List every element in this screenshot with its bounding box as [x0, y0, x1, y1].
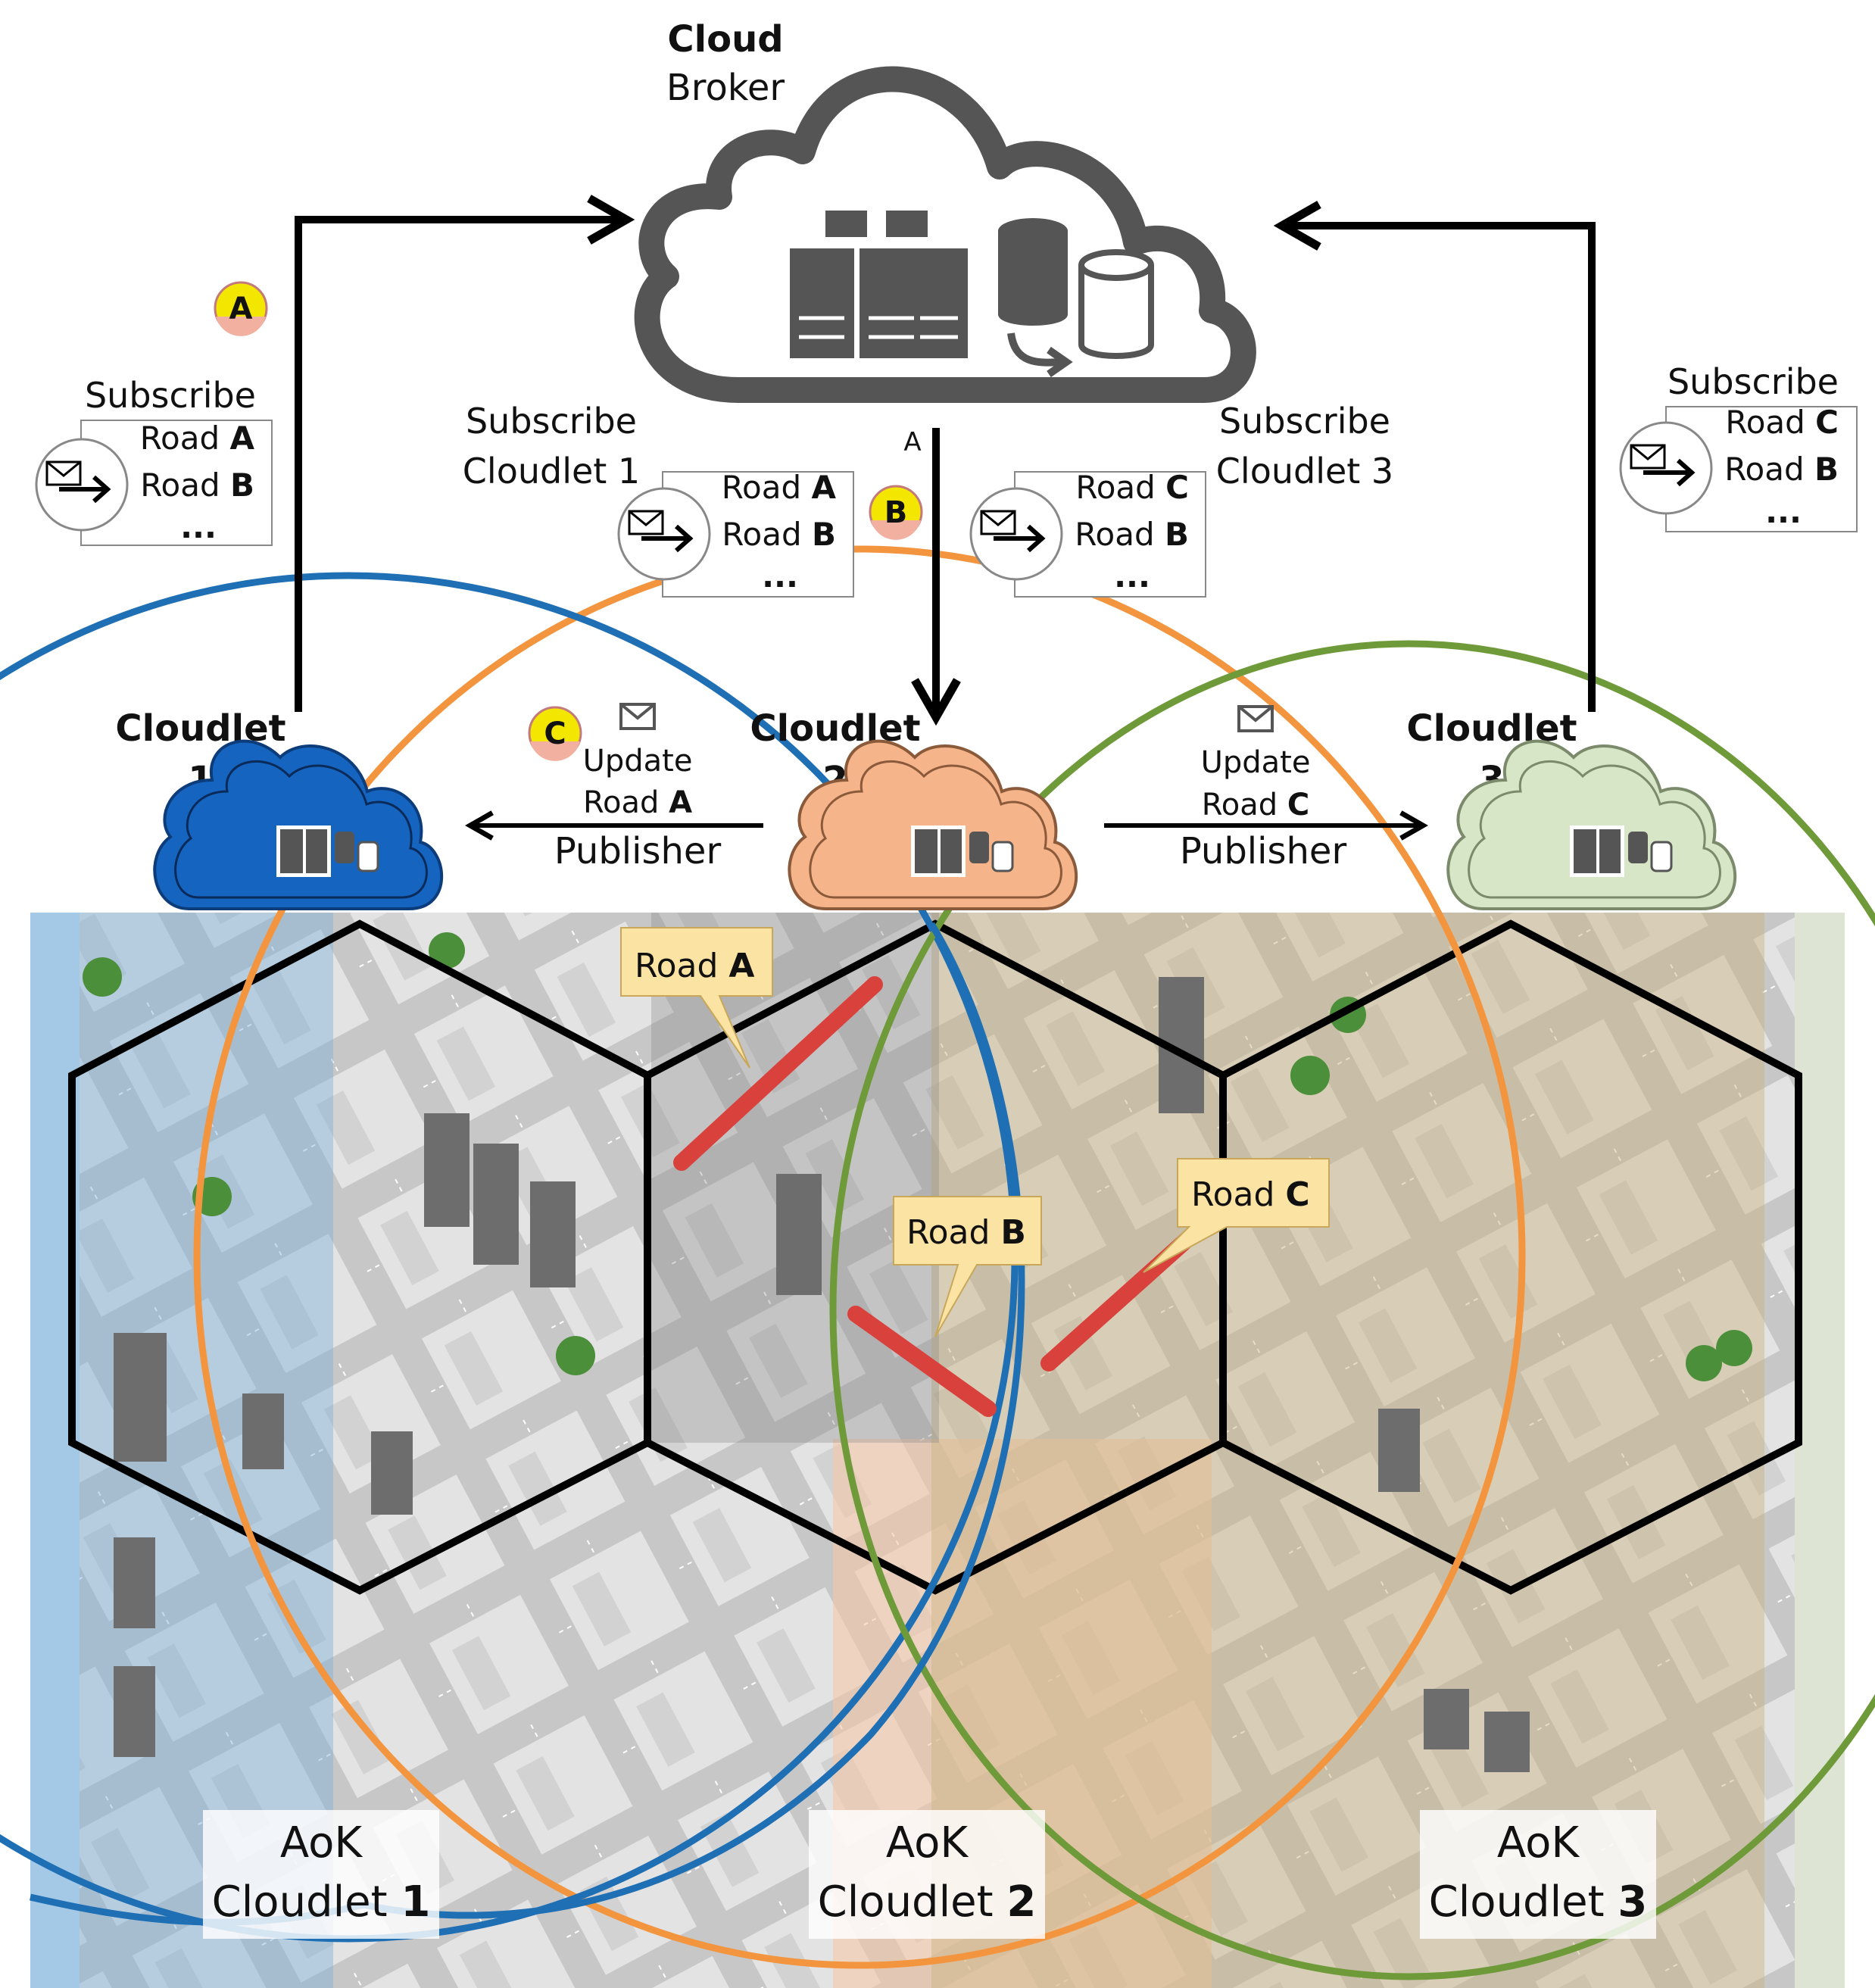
svg-text:Road B: Road B: [1075, 516, 1189, 553]
subscription-box-left: Subscribe Road A Road B ...: [36, 375, 273, 546]
svg-text:AoK: AoK: [886, 1818, 969, 1868]
cloudlet-2-server-icon: [911, 825, 1014, 877]
svg-text:Subscribe: Subscribe: [466, 401, 637, 442]
svg-text:...: ...: [1765, 493, 1802, 530]
svg-text:AoK: AoK: [280, 1818, 363, 1868]
svg-text:Cloudlet 1: Cloudlet 1: [463, 451, 640, 492]
road-b-callout: Road B: [893, 1196, 1042, 1337]
svg-text:Cloudlet 3: Cloudlet 3: [1216, 451, 1393, 492]
svg-text:Cloudlet 2: Cloudlet 2: [818, 1877, 1037, 1927]
svg-text:Road B: Road B: [140, 467, 254, 504]
road-c-callout: Road C: [1143, 1158, 1330, 1273]
subscribe-message-icon: [36, 439, 127, 530]
aok-cloudlet-2-boundary: [193, 545, 1526, 1969]
svg-text:Cloudlet 3: Cloudlet 3: [1429, 1877, 1648, 1927]
road-a-segment: [673, 976, 883, 1171]
cloudlet-1: Cloudlet 1: [115, 707, 444, 910]
svg-text:Publisher: Publisher: [1180, 830, 1347, 872]
cloudlet-3: Cloudlet 3: [1406, 707, 1737, 910]
svg-text:...: ...: [1114, 557, 1150, 595]
svg-text:C: C: [544, 716, 566, 751]
badge-a: A: [214, 281, 268, 336]
building-icon: [114, 977, 1530, 1772]
svg-text:Road C: Road C: [1075, 469, 1189, 506]
svg-text:Road C: Road C: [1202, 788, 1309, 822]
arrow-cloudlet3-to-broker: [1273, 201, 1596, 712]
subscription-box-center-left: Subscribe Cloudlet 1 Road A Road B ...: [463, 401, 854, 598]
svg-text:Road A: Road A: [722, 469, 837, 506]
aok-label-1: AoK Cloudlet 1: [203, 1810, 439, 1939]
svg-text:Update: Update: [583, 744, 693, 779]
cloudlet-1-server-icon: [276, 825, 379, 877]
svg-text:Publisher: Publisher: [554, 830, 722, 872]
svg-text:Road B: Road B: [1724, 451, 1839, 488]
svg-text:Update: Update: [1201, 745, 1311, 780]
road-a-callout-text: Road A: [635, 947, 754, 985]
subscribe-message-icon: [1621, 423, 1711, 513]
svg-text:A: A: [229, 292, 253, 326]
svg-text:Road C: Road C: [1725, 404, 1839, 441]
envelope-icon: [1237, 705, 1274, 732]
road-b-segment: [847, 1306, 997, 1417]
broker-cloud-icon: [634, 66, 1256, 403]
cloudlet-3-server-icon: [1570, 825, 1673, 877]
svg-text:Road A: Road A: [583, 785, 692, 820]
subscribe-message-icon: [971, 488, 1062, 579]
tree-icon: [83, 932, 1752, 1381]
road-b-callout-text: Road B: [906, 1213, 1026, 1252]
svg-text:Cloudlet 1: Cloudlet 1: [212, 1877, 431, 1927]
broker-subtitle: Broker: [666, 67, 785, 109]
broker-title: Cloud: [667, 18, 783, 61]
svg-text:...: ...: [762, 557, 798, 595]
publish-left: Update Road A Publisher: [554, 703, 722, 872]
publish-right: Update Road C Publisher: [1180, 705, 1347, 872]
subscription-box-right: Subscribe Road C Road B ...: [1621, 361, 1858, 532]
flow-arrows: [295, 195, 1596, 841]
broker-down-label: A: [903, 427, 921, 457]
svg-text:Subscribe: Subscribe: [85, 375, 256, 416]
badge-b: B: [869, 485, 923, 540]
svg-text:Subscribe: Subscribe: [1668, 361, 1839, 402]
svg-text:B: B: [884, 495, 908, 530]
aok-label-2: AoK Cloudlet 2: [809, 1810, 1045, 1939]
cloudlet-2: Cloudlet 2: [750, 707, 1078, 910]
svg-text:Road B: Road B: [722, 516, 836, 553]
svg-text:...: ...: [180, 508, 217, 545]
road-a-callout: Road A: [620, 927, 773, 1069]
road-c-callout-text: Road C: [1191, 1175, 1310, 1214]
subscribe-message-icon: [619, 488, 710, 579]
svg-text:Road A: Road A: [140, 420, 255, 457]
badge-c: C: [528, 706, 582, 761]
arrow-cloudlet1-to-broker: [295, 195, 635, 712]
subscription-box-center-right: Subscribe Cloudlet 3 Road C Road B ...: [971, 401, 1393, 598]
aok-cloudlet-3-boundary: [829, 640, 1875, 1980]
svg-text:Subscribe: Subscribe: [1219, 401, 1390, 442]
aok-label-3: AoK Cloudlet 3: [1420, 1810, 1656, 1939]
svg-text:AoK: AoK: [1497, 1818, 1580, 1868]
envelope-icon: [619, 703, 656, 730]
